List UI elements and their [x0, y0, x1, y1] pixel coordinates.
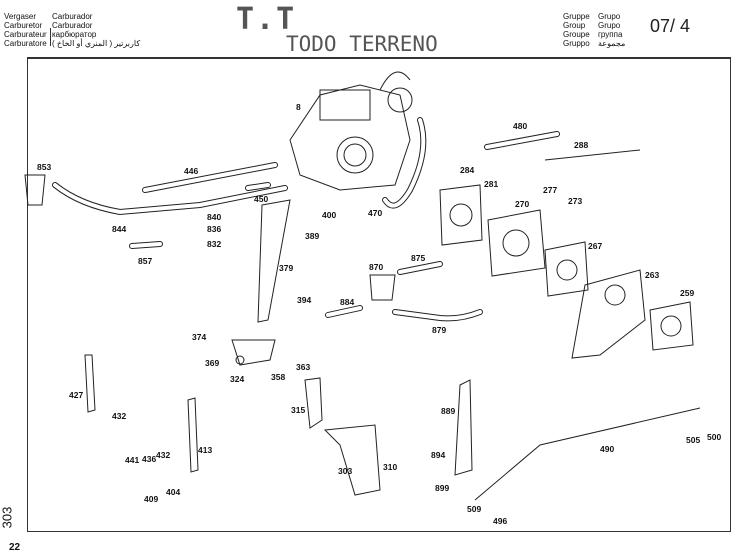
lang-en: Carburetor	[4, 21, 43, 30]
part-callout-436: 436	[142, 454, 156, 464]
part-callout-413: 413	[198, 445, 212, 455]
part-callout-480: 480	[513, 121, 527, 131]
part-callout-288: 288	[574, 140, 588, 150]
title-pt: Carburador	[52, 21, 93, 30]
group-language-list: Gruppe Group Groupe Gruppo	[563, 12, 590, 48]
part-callout-324: 324	[230, 374, 244, 384]
part-callout-310: 310	[383, 462, 397, 472]
part-callout-284: 284	[460, 165, 474, 175]
part-callout-894: 894	[431, 450, 445, 460]
language-list-left: Vergaser Carburetor Carburateur Carburat…	[4, 12, 47, 48]
lang-fr: Carburateur	[4, 30, 47, 39]
divider	[50, 28, 51, 46]
part-callout-404: 404	[166, 487, 180, 497]
part-callout-832: 832	[207, 239, 221, 249]
part-callout-400: 400	[322, 210, 336, 220]
part-callout-857: 857	[138, 256, 152, 266]
part-callout-363: 363	[296, 362, 310, 372]
hoses	[52, 117, 701, 501]
group-en: Group	[563, 21, 586, 30]
part-callout-369: 369	[205, 358, 219, 368]
part-callout-870: 870	[369, 262, 383, 272]
group-fr: Groupe	[563, 30, 590, 39]
page-number: 22	[9, 542, 21, 553]
group-translations: Grupo Grupo группа مجموعة	[598, 12, 625, 48]
carburetor-body	[289, 71, 413, 191]
part-callout-496: 496	[493, 516, 507, 526]
part-callout-875: 875	[411, 253, 425, 263]
part-callout-8: 8	[296, 102, 301, 112]
part-callout-303: 303	[338, 466, 352, 476]
title-ru: карбюратор	[52, 30, 97, 39]
part-callout-259: 259	[680, 288, 694, 298]
part-callout-899: 899	[435, 483, 449, 493]
group-es: Grupo	[598, 12, 621, 21]
lang-de: Vergaser	[4, 12, 37, 21]
part-callout-379: 379	[279, 263, 293, 273]
gaskets-and-flanges	[439, 184, 694, 359]
part-callout-836: 836	[207, 224, 221, 234]
group-pt: Grupo	[598, 21, 621, 30]
part-callout-263: 263	[645, 270, 659, 280]
part-callout-277: 277	[543, 185, 557, 195]
title-ar: كاربرتير ( المنري أو الخاخ )	[52, 39, 141, 48]
part-callout-374: 374	[192, 332, 206, 342]
part-callout-450: 450	[254, 194, 268, 204]
part-callout-267: 267	[588, 241, 602, 251]
part-callout-505: 505	[686, 435, 700, 445]
part-callout-389: 389	[305, 231, 319, 241]
part-callout-394: 394	[297, 295, 311, 305]
part-callout-409: 409	[144, 494, 158, 504]
part-callout-853: 853	[37, 162, 51, 172]
group-ar: مجموعة	[598, 39, 626, 48]
part-callout-470: 470	[368, 208, 382, 218]
part-callout-432: 432	[112, 411, 126, 421]
linkage-parts	[24, 174, 473, 496]
part-callout-270: 270	[515, 199, 529, 209]
part-callout-427: 427	[69, 390, 83, 400]
title-es: Carburador	[52, 12, 93, 21]
diagram-frame	[27, 57, 731, 532]
part-callout-879: 879	[432, 325, 446, 335]
part-callout-490: 490	[600, 444, 614, 454]
part-callout-840: 840	[207, 212, 221, 222]
part-callout-884: 884	[340, 297, 354, 307]
group-it: Gruppo	[563, 39, 590, 48]
group-ru: группа	[598, 30, 623, 39]
group-number: 07/ 4	[650, 16, 691, 36]
part-callout-273: 273	[568, 196, 582, 206]
part-callout-844: 844	[112, 224, 126, 234]
part-callout-441: 441	[125, 455, 139, 465]
part-callout-315: 315	[291, 405, 305, 415]
stamp-tt: T.T	[236, 2, 297, 37]
part-callout-500: 500	[707, 432, 721, 442]
part-callout-358: 358	[271, 372, 285, 382]
part-callout-446: 446	[184, 166, 198, 176]
part-callout-509: 509	[467, 504, 481, 514]
part-callout-432: 432	[156, 450, 170, 460]
lang-it: Carburatore	[4, 39, 47, 48]
part-callout-889: 889	[441, 406, 455, 416]
group-de: Gruppe	[563, 12, 590, 21]
part-callout-281: 281	[484, 179, 498, 189]
title-translations: Carburador Carburador карбюратор كاربرتي…	[52, 12, 140, 48]
stamp-todo-terreno: TODO TERRENO	[286, 32, 438, 56]
